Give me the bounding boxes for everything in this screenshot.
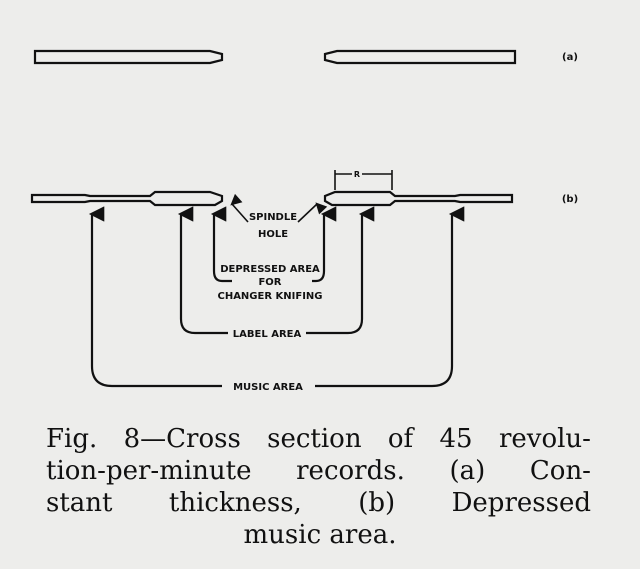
caption-word: thickness, (168, 488, 302, 518)
part-b-label: (b) (562, 194, 578, 205)
caption-word: of (387, 424, 414, 454)
music-area-text: MUSIC AREA (233, 382, 303, 393)
spindle-label-line1: SPINDLE (249, 212, 297, 223)
caption-word: Depressed (451, 488, 591, 518)
spindle-label-line2: HOLE (258, 229, 288, 240)
caption-line-3: stant thickness, (b) Depressed (46, 488, 591, 518)
depressed-area-line3: CHANGER KNIFING (217, 291, 322, 302)
caption-word: stant (46, 488, 113, 518)
caption-word: 8—Cross (123, 424, 241, 454)
caption-word: Fig. (46, 424, 98, 454)
label-area-arrow-right (306, 206, 375, 335)
music-area-arrow-left (88, 206, 222, 388)
caption-word: tion-per-minute (46, 456, 252, 486)
caption-line-2: tion-per-minute records. (a) Con- (46, 456, 591, 486)
record-a-right-half (323, 49, 517, 65)
dimension-r-label: R (354, 170, 360, 179)
depressed-area-arrow-left (210, 206, 232, 283)
caption-word: records. (296, 456, 405, 486)
caption-word: (a) (449, 456, 486, 486)
record-b-right-half (323, 190, 514, 207)
record-a-left-half (33, 49, 224, 65)
record-b-left-half (30, 190, 224, 207)
depressed-area-line2: FOR (258, 277, 281, 288)
depressed-area-line1: DEPRESSED AREA (220, 264, 320, 275)
part-a-label: (a) (562, 52, 578, 63)
depressed-area-arrow-right (312, 206, 337, 283)
label-area-text: LABEL AREA (233, 329, 302, 340)
spindle-arrow-right (297, 202, 328, 223)
caption-line-1: Fig. 8—Cross section of 45 revolu- (46, 424, 591, 454)
music-area-arrow-right (315, 206, 465, 388)
caption-word: revolu- (498, 424, 591, 454)
caption-word: (b) (358, 488, 396, 518)
caption-word: 45 (439, 424, 473, 454)
caption-word: Con- (529, 456, 591, 486)
label-area-arrow-left (177, 206, 228, 335)
caption-word: section (267, 424, 362, 454)
record-cross-section-diagram: (a) (b) R SPINDLE HOLE DEPRESSED AREA FO… (30, 49, 578, 393)
caption-line-4: music area. (243, 520, 397, 550)
dimension-r (334, 170, 393, 190)
spindle-arrow-left (230, 193, 249, 223)
